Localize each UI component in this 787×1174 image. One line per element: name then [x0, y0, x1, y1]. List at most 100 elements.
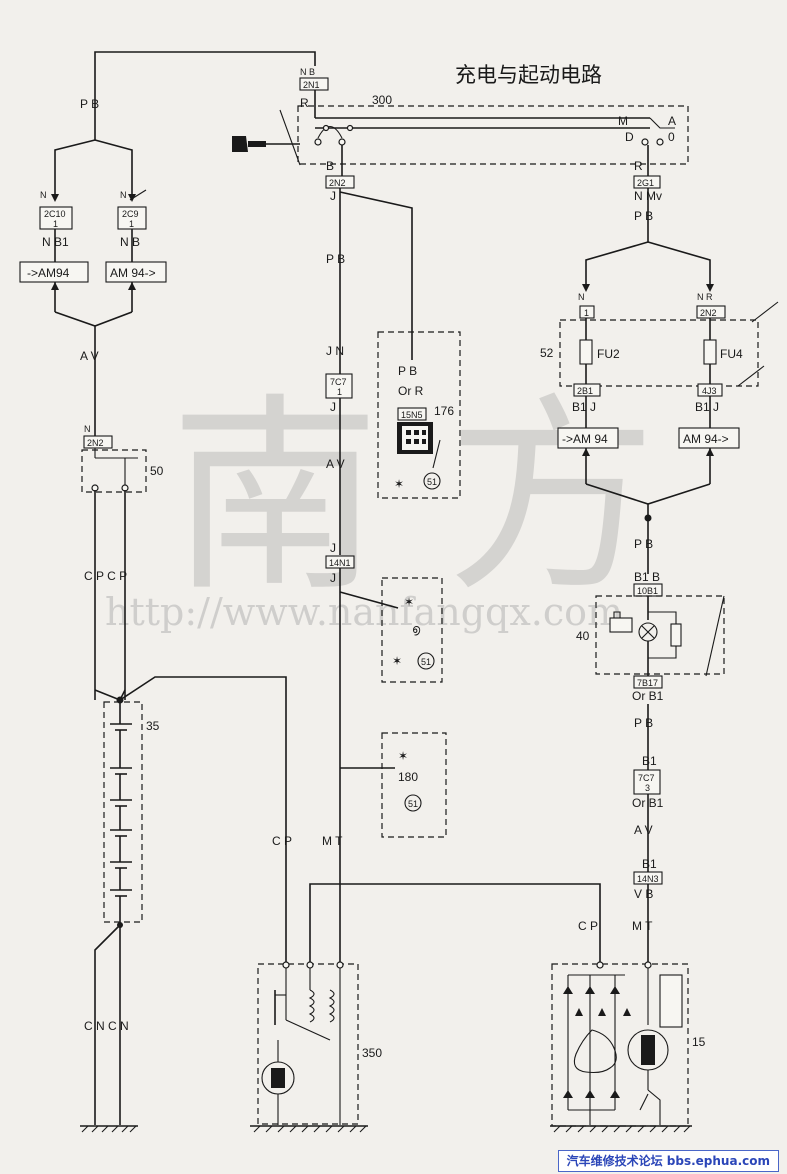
connector-2n2-right [696, 305, 726, 319]
watermark-url: http://www.nanfangqx.com [105, 590, 623, 634]
wire-label-n-left1: N [40, 190, 47, 200]
wire-label-or-b1-a: Or B1 [632, 689, 664, 703]
connector-label-2c10: 2C10 [44, 209, 66, 219]
module-label-am94-right-r: AM 94-> [683, 432, 729, 446]
connector-7c7a [325, 373, 353, 399]
component-label-50: 50 [150, 464, 164, 478]
component-label-180: 180 [398, 770, 418, 784]
wire-label-b1-b2: B1 [642, 857, 657, 871]
component-35-battery [103, 701, 143, 923]
wire-label-j-a: J [330, 189, 336, 203]
switch-label-d: D [625, 130, 634, 144]
component-label-35: 35 [146, 719, 160, 733]
coil-icon: ൭ [412, 622, 421, 636]
connector-pin-7c7b: 3 [645, 783, 650, 793]
component-label-300: 300 [372, 93, 392, 107]
diode-row-top [563, 986, 620, 994]
wire-label-cp-center: C P [272, 834, 292, 848]
wire-label-mt-center: M T [322, 834, 343, 848]
wire-label-j-c: J [330, 541, 336, 555]
wire-label-r-sw1: R [300, 96, 309, 110]
wire-label-pb-right1: P B [634, 209, 653, 223]
wire-label-pb-right2: P B [634, 537, 653, 551]
module-am94-left-a [19, 261, 89, 283]
switch-label-zero: 0 [668, 130, 675, 144]
wire-label-n-2n2: N [84, 424, 91, 434]
connector-label-10b1: 10B1 [637, 586, 658, 596]
wire-label-cncn: C N C N [84, 1019, 129, 1033]
wire-label-r-sw2: R [634, 159, 643, 173]
star-icon: ✶ [394, 477, 404, 491]
ground-left [80, 1125, 138, 1133]
wire-label-av-left: A V [80, 349, 99, 363]
wire-label-b1-j-right: B1 J [695, 400, 719, 414]
switch-label-a: A [668, 114, 676, 128]
connector-2b1 [573, 383, 601, 397]
component-label-51b: 51 [421, 657, 431, 667]
wire-label-cp-right: C P [578, 919, 598, 933]
left-branch: P B N N 2C10 1 2C9 1 N B1 N B ->AM94 AM … [19, 51, 316, 1133]
switch-label-m: M [618, 114, 628, 128]
component-label-52: 52 [540, 346, 554, 360]
wire-label-b1-a: B1 [642, 754, 657, 768]
star-icon: ✶ [404, 595, 414, 609]
wire-label-av-center: A V [326, 457, 345, 471]
connector-1 [579, 305, 595, 319]
component-52-fusebox [559, 319, 759, 387]
component-51b-box [381, 577, 443, 683]
wire-label-v-b: V B [634, 887, 653, 901]
connector-label-2n2-left: 2N2 [87, 438, 104, 448]
lamp-indicator [609, 617, 633, 633]
connector-label-2n2a: 2N2 [329, 178, 346, 188]
wire-label-or-r: Or R [398, 384, 424, 398]
fuse-fu2 [579, 339, 593, 365]
ground-right [550, 1125, 692, 1133]
connector-7b17 [633, 675, 663, 689]
right-branch: P B N N R 1 2N2 52 FU2 FU4 2B1 4J3 B1 J … [540, 188, 779, 965]
connector-label-2b1: 2B1 [577, 386, 593, 396]
module-label-am94-right: AM 94-> [110, 266, 156, 280]
connector-pin-7c7a: 1 [337, 387, 342, 397]
connector-label-2n2-right: 2N2 [700, 308, 717, 318]
wire-label-b1-j-left: B1 J [572, 400, 596, 414]
wire-label-n-top: N [578, 292, 585, 302]
diode-row-mid [575, 1008, 631, 1016]
component-40-box [595, 595, 725, 675]
component-label-51c: 51 [408, 799, 418, 809]
wire-label-n-b: N B [120, 235, 140, 249]
wire-label-mt-right: M T [632, 919, 653, 933]
forum-footer-banner[interactable]: 汽车维修技术论坛 bbs.ephua.com [557, 1150, 779, 1172]
wire-label-n-left2: N [120, 190, 127, 200]
regulator [659, 974, 683, 1028]
wire-label-pb-176: P B [398, 364, 417, 378]
wire-label-pb-center: P B [326, 252, 345, 266]
wire-label-pb-right3: P B [634, 716, 653, 730]
module-am94-right-a [557, 427, 619, 449]
component-176-box [377, 331, 461, 499]
wire-label-b1-b: B1 B [634, 570, 660, 584]
connector-2c10 [39, 206, 73, 230]
component-350-box [257, 963, 359, 1125]
component-label-51a: 51 [427, 477, 437, 487]
center-branch: P B J N 7C7 1 J A V J 14N1 J P B Or R 15… [272, 188, 601, 965]
connector-label-14n3: 14N3 [637, 874, 659, 884]
connector-label-15n5: 15N5 [401, 410, 423, 420]
connector-2n2-left [83, 435, 113, 449]
component-label-fu4: FU4 [720, 347, 743, 361]
component-label-350: 350 [362, 1046, 382, 1060]
wire-label-pb-top-left: P B [80, 97, 99, 111]
wire-label-av-right: A V [634, 823, 653, 837]
star-icon: ✶ [398, 749, 408, 763]
wire-label-j-d: J [330, 571, 336, 585]
connector-label-1: 1 [584, 308, 589, 318]
ignition-switch-300: N B 2N1 R 300 M A D 0 B 2N2 J R [232, 67, 689, 203]
wire-label-jn: J N [326, 344, 344, 358]
module-am94-right-b [678, 427, 740, 449]
connector-label-2c9: 2C9 [122, 209, 139, 219]
diagram-title: 充电与起动电路 [455, 63, 602, 87]
diode-row-bot [563, 1090, 620, 1098]
component-label-fu2: FU2 [597, 347, 620, 361]
connector-label-7c7b: 7C7 [638, 773, 655, 783]
module-label-am94-left-r: ->AM 94 [562, 432, 608, 446]
connector-label-14n1: 14N1 [329, 558, 351, 568]
